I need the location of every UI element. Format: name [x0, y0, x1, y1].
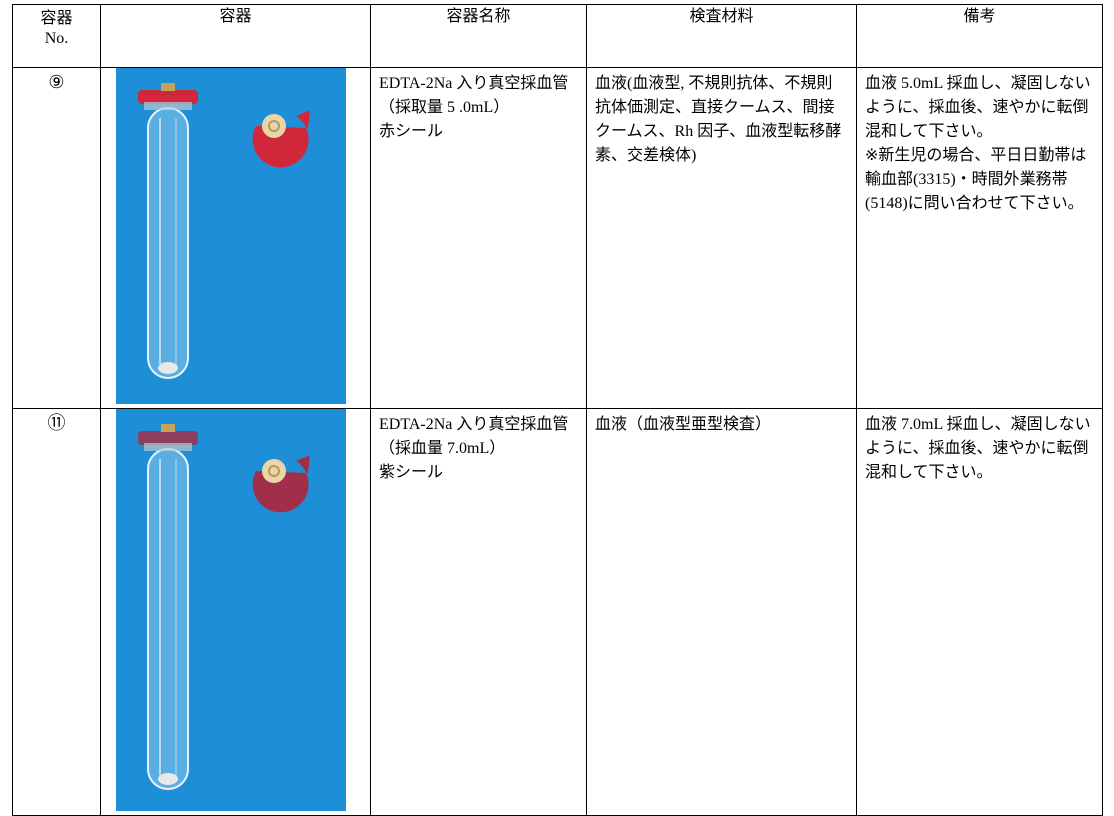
header-container-name: 容器名称	[370, 4, 587, 68]
container-name: EDTA-2Na 入り真空採血管 （採血量 7.0mL） 紫シール	[370, 408, 587, 816]
container-photo	[100, 67, 371, 409]
container-table: 容器 No. 容器 容器名称 検査材料 備考 ⑨	[12, 4, 1103, 816]
remarks: 血液 7.0mL 採血し、凝固しないように、採血後、速やかに転倒混和して下さい。	[856, 408, 1103, 816]
header-row: 容器 No. 容器 容器名称 検査材料 備考	[12, 4, 1103, 68]
container-number: ⑪	[12, 408, 101, 816]
remarks: 血液 5.0mL 採血し、凝固しないように、採血後、速やかに転倒混和して下さい。…	[856, 67, 1103, 409]
header-container-no: 容器 No.	[12, 4, 101, 68]
tube-purple-cap-photo	[116, 409, 346, 811]
test-material: 血液(血液型, 不規則抗体、不規則抗体価測定、直接クームス、間接クームス、Rh …	[586, 67, 857, 409]
header-container: 容器	[100, 4, 371, 68]
header-remarks: 備考	[856, 4, 1103, 68]
container-name: EDTA-2Na 入り真空採血管 （採取量 5 .0mL） 赤シール	[370, 67, 587, 409]
header-test-material: 検査材料	[586, 4, 857, 68]
test-material: 血液（血液型亜型検査）	[586, 408, 857, 816]
tube-red-cap-photo	[116, 68, 346, 404]
table-row: ⑨	[12, 67, 1103, 409]
container-number: ⑨	[12, 67, 101, 409]
container-photo	[100, 408, 371, 816]
table-row: ⑪	[12, 408, 1103, 816]
